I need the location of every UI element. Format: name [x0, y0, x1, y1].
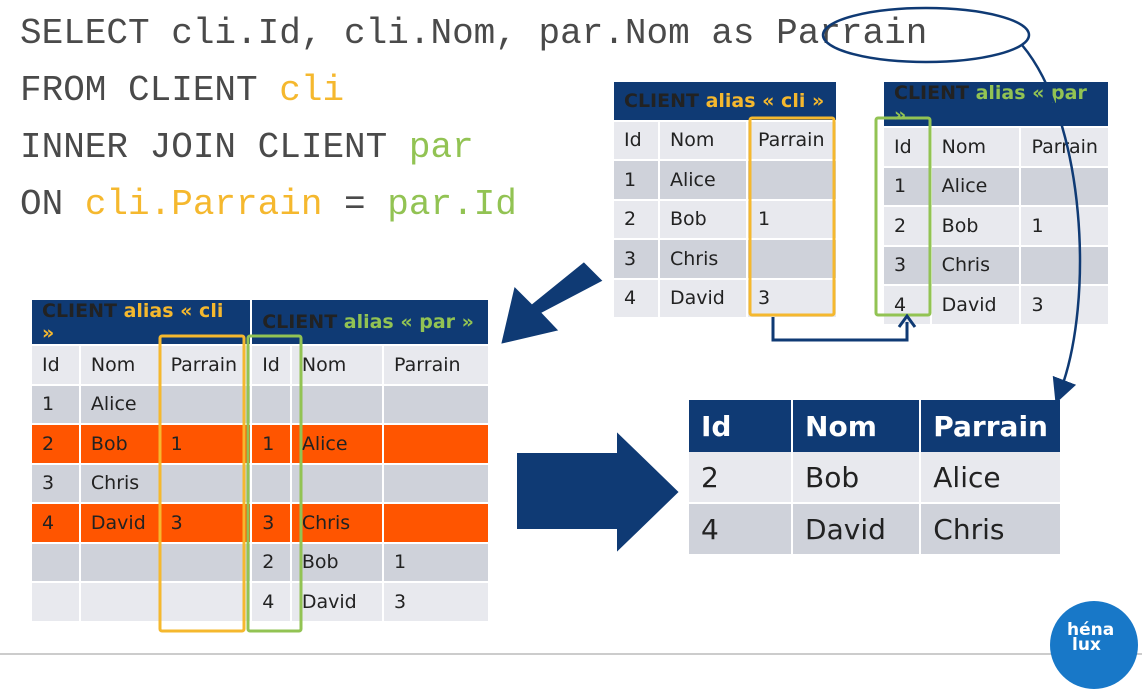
join-cli-title: CLIENT alias « cli » [32, 300, 253, 346]
table-par-title: CLIENT alias « par » [884, 82, 1110, 128]
sql-on-left: cli.Parrain [84, 184, 323, 225]
sql-on-keyword: ON [20, 184, 85, 225]
logo-line1: héna [1067, 620, 1115, 640]
result-col-id: Id [689, 400, 794, 452]
sql-from-keyword: FROM CLIENT [20, 70, 280, 111]
sql-on-equals: = [322, 184, 388, 225]
logo-line2: lux [1072, 635, 1101, 655]
result-col-parrain: Parrain [921, 400, 1062, 452]
table-row: Id Nom Parrain Id Nom Parrain [32, 346, 490, 386]
sql-line-from: FROM CLIENT cli [20, 71, 344, 111]
join-par-title: CLIENT alias « par » [252, 300, 490, 346]
sql-line-on: ON cli.Parrain = par.Id [20, 185, 517, 225]
sql-select-text: SELECT cli.Id, cli.Nom, par.Nom as Parra… [20, 13, 928, 54]
sql-join-keyword: INNER JOIN CLIENT [20, 127, 409, 168]
sql-on-right: par.Id [387, 184, 517, 225]
sql-line-join: INNER JOIN CLIENT par [20, 128, 474, 168]
table-join-result: CLIENT alias « cli » CLIENT alias « par … [32, 300, 490, 623]
diagonal-arrow [498, 259, 606, 347]
right-arrow [515, 427, 682, 557]
sql-line-select: SELECT cli.Id, cli.Nom, par.Nom as Parra… [20, 14, 927, 54]
henallux-logo: héna lux [1050, 601, 1138, 689]
result-col-nom: Nom [793, 400, 922, 452]
sql-alias-cli: cli [279, 70, 345, 111]
table-cli-title: CLIENT alias « cli » [614, 82, 838, 122]
sql-alias-par: par [408, 127, 474, 168]
